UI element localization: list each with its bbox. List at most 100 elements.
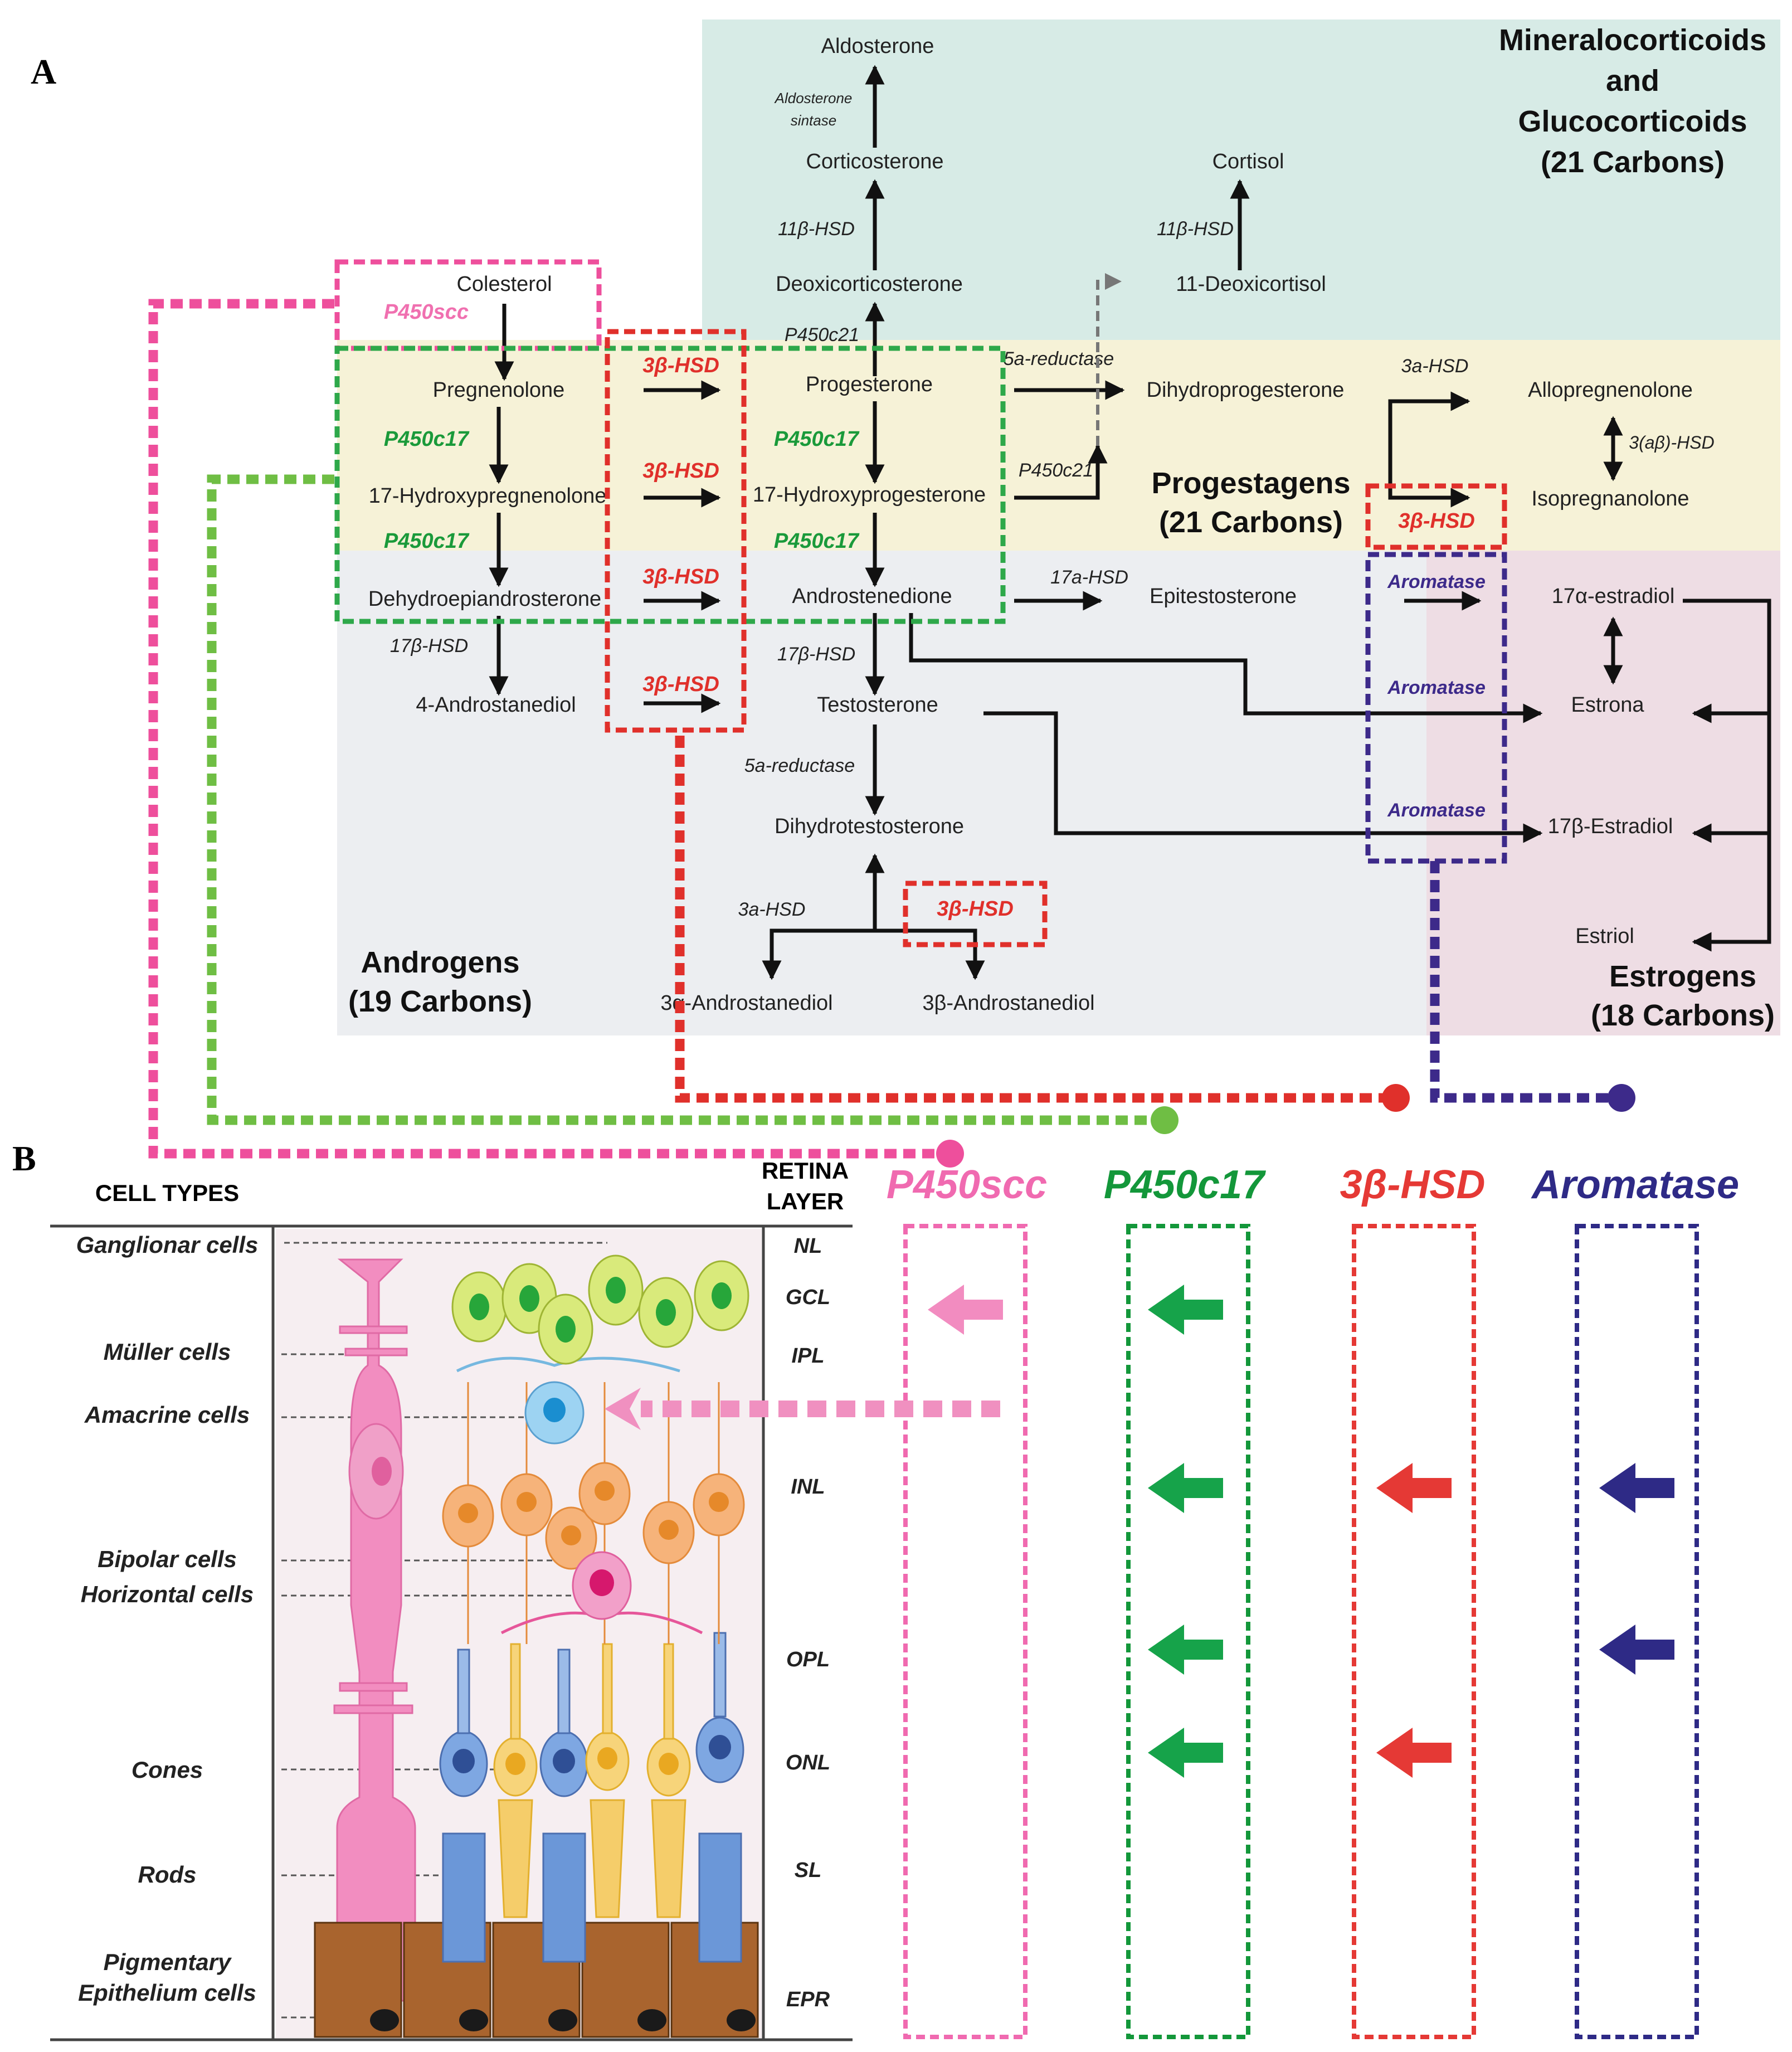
enzyme-p450c21-top: P450c21 — [785, 324, 859, 346]
mineralo-title-4: (21 Carbons) — [1541, 145, 1725, 179]
3b-hsd-inl-arrow — [1376, 1463, 1452, 1513]
enzyme-3b-hsd-1: 3β-HSD — [642, 354, 719, 377]
enzyme-17b-hsd-mid: 17β-HSD — [777, 644, 855, 665]
cell-amacrine: Amacrine cells — [84, 1402, 250, 1428]
enzyme-3ab-hsd: 3(aβ)-HSD — [1629, 432, 1714, 453]
cell-cones: Cones — [132, 1757, 203, 1783]
layer-nl: NL — [794, 1234, 822, 1258]
column-aromatase — [1575, 1224, 1699, 2039]
enzyme-aromatase-3: Aromatase — [1387, 800, 1486, 821]
compound-aldosterone: Aldosterone — [821, 35, 934, 58]
p450scc-connector-dot — [936, 1140, 964, 1168]
compound-cortisol: Cortisol — [1212, 150, 1284, 173]
progestagen-title-1: Progestagens — [1151, 466, 1350, 500]
compound-isopregnanolone: Isopregnanolone — [1531, 487, 1689, 510]
compound-dihydrotestosterone: Dihydrotestosterone — [775, 815, 964, 838]
cell-bipolar: Bipolar cells — [98, 1546, 237, 1572]
enzyme-p450c17-right-2: P450c17 — [774, 529, 860, 553]
estrogen-title-2: (18 Carbons) — [1591, 999, 1775, 1032]
cell-rods: Rods — [138, 1861, 197, 1888]
compound-testosterone: Testosterone — [817, 693, 938, 717]
layer-opl: OPL — [786, 1648, 830, 1671]
compound-17b-estradiol: 17β-Estradiol — [1548, 815, 1673, 838]
p450c17-opl-arrow — [1148, 1625, 1223, 1675]
enzyme-p450c17-left-1: P450c17 — [384, 427, 470, 451]
dashed-arrow-deoxicortisol — [1096, 273, 1122, 446]
panel-a-label: A — [31, 52, 56, 91]
compound-deoxicorticosterone: Deoxicorticosterone — [776, 273, 963, 296]
enzyme-aldosterone-sintase-2: sintase — [791, 112, 836, 129]
layer-onl: ONL — [786, 1751, 830, 1774]
enzyme-11b-hsd-right: 11β-HSD — [1157, 218, 1234, 240]
enzyme-5a-reductase-progesterone: 5a-reductase — [1004, 348, 1114, 369]
mineralo-title-2: and — [1606, 64, 1659, 98]
enzyme-5a-reductase-testosterone: 5a-reductase — [744, 755, 855, 776]
cell-muller: Müller cells — [104, 1339, 231, 1365]
layer-epr: EPR — [786, 1988, 830, 2011]
enzyme-p450scc-label: P450scc — [384, 300, 469, 324]
compound-pregnenolone: Pregnenolone — [433, 378, 565, 402]
localization-arrows — [928, 1285, 1674, 1778]
aromatase-inl-arrow — [1599, 1463, 1674, 1513]
compound-3b-androstanediol: 3β-Androstanediol — [922, 991, 1094, 1015]
layer-gcl: GCL — [786, 1286, 830, 1309]
column-header-p450c17: P450c17 — [1104, 1163, 1266, 1207]
p450scc-gcl-arrow — [928, 1285, 1003, 1335]
estrogen-title-1: Estrogens — [1609, 960, 1756, 993]
retina-illustration — [314, 1254, 759, 2038]
enzyme-3b-hsd-isopreg: 3β-HSD — [1398, 509, 1475, 533]
p450scc-amacrine-arrowhead — [605, 1388, 641, 1430]
column-header-p450scc: P450scc — [887, 1163, 1047, 1207]
p450c17-onl-arrow — [1148, 1728, 1223, 1778]
compound-17-hydroxyprogesterone: 17-Hydroxyprogesterone — [753, 483, 986, 507]
androgen-title-1: Androgens — [361, 946, 519, 979]
column-p450c17 — [1126, 1224, 1250, 2039]
enzyme-3b-hsd-2: 3β-HSD — [642, 459, 719, 483]
layer-ipl: IPL — [791, 1344, 824, 1368]
enzyme-aromatase-1: Aromatase — [1387, 571, 1486, 592]
compound-17-hydroxypregnenolone: 17-Hydroxypregnenolone — [369, 484, 607, 508]
enzyme-3a-hsd-prog: 3a-HSD — [1401, 356, 1469, 377]
layer-inl: INL — [791, 1475, 825, 1499]
aromatase-opl-arrow — [1599, 1625, 1674, 1675]
compound-progesterone: Progesterone — [806, 373, 933, 396]
retina-table-frame — [50, 1224, 853, 2041]
enzyme-boxes — [334, 259, 1507, 947]
cell-ganglionar: Ganglionar cells — [76, 1232, 259, 1258]
column-header-3b-hsd: 3β-HSD — [1340, 1163, 1486, 1207]
3b-hsd-connector-dot — [1382, 1084, 1410, 1112]
retina-layer-header-2: LAYER — [767, 1188, 844, 1214]
compound-colesterol: Colesterol — [456, 273, 552, 296]
enzyme-11b-hsd-left: 11β-HSD — [778, 218, 855, 240]
progestagen-title-2: (21 Carbons) — [1159, 505, 1343, 539]
enzyme-3a-hsd-dht: 3a-HSD — [738, 899, 806, 920]
enzyme-p450c17-right-1: P450c17 — [774, 427, 860, 451]
enzyme-aromatase-2: Aromatase — [1387, 677, 1486, 698]
cell-pigmentary-1: Pigmentary — [104, 1949, 232, 1975]
retina-layer-header-1: RETINA — [762, 1158, 849, 1184]
p450c17-connector-dot — [1151, 1106, 1179, 1134]
androgen-title-2: (19 Carbons) — [348, 985, 532, 1018]
3b-hsd-onl-arrow — [1376, 1728, 1452, 1778]
column-header-aromatase: Aromatase — [1531, 1163, 1739, 1207]
cell-types-header: CELL TYPES — [95, 1180, 239, 1206]
compound-epitestosterone: Epitestosterone — [1150, 585, 1297, 608]
aromatase-connector-dot — [1608, 1084, 1635, 1112]
p450c17-inl-arrow — [1148, 1463, 1223, 1513]
enzyme-3b-hsd-dht: 3β-HSD — [937, 897, 1014, 921]
enzyme-3b-hsd-4: 3β-HSD — [642, 673, 719, 696]
cell-horizontal: Horizontal cells — [81, 1581, 254, 1607]
compound-dihydroprogesterone: Dihydroprogesterone — [1147, 378, 1345, 402]
compound-estrona: Estrona — [1571, 693, 1645, 717]
cell-pigmentary-2: Epithelium cells — [78, 1980, 256, 2006]
column-3b-hsd — [1352, 1224, 1476, 2039]
enzyme-17a-hsd: 17a-HSD — [1050, 567, 1128, 588]
p450c17-gcl-arrow — [1148, 1285, 1223, 1335]
enzyme-p450c21-mid: P450c21 — [1019, 460, 1093, 481]
compound-corticosterone: Corticosterone — [806, 150, 943, 173]
mineralo-title-3: Glucocorticoids — [1518, 105, 1747, 138]
enzyme-3b-hsd-3: 3β-HSD — [642, 565, 719, 589]
compound-allopregnenolone: Allopregnenolone — [1528, 378, 1693, 402]
